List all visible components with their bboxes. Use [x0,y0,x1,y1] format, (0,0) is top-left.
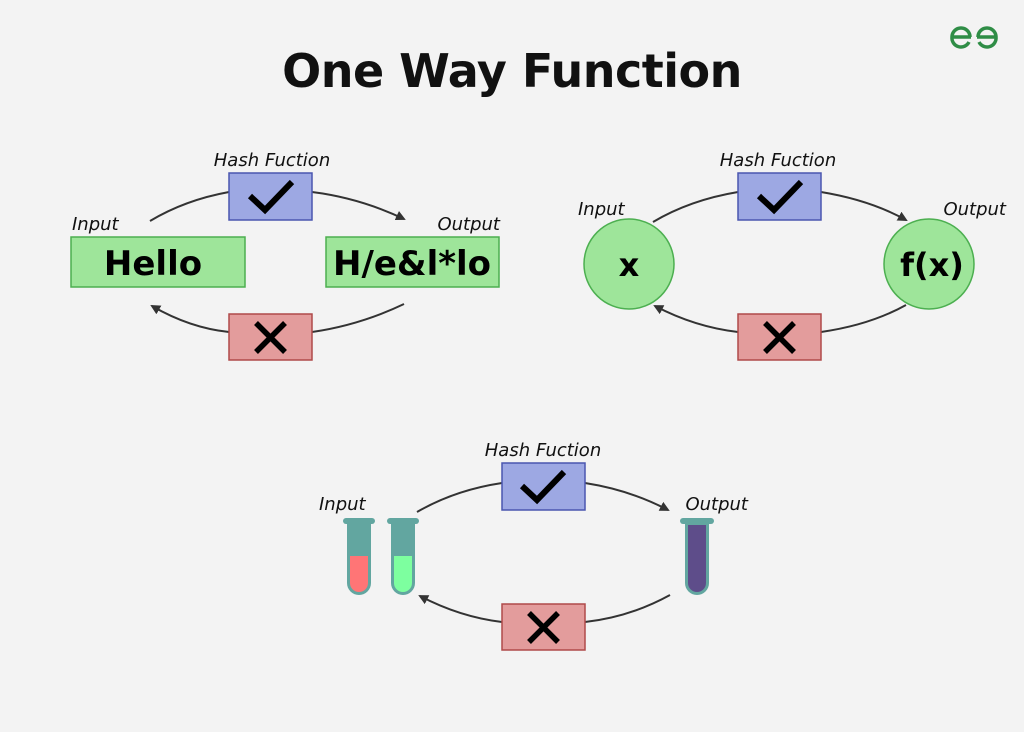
check-icon [247,179,295,215]
diagram-chemistry-example: Hash Fuction Input Output [319,440,749,651]
input-box [70,236,246,288]
function-label: Hash Fuction [214,150,330,171]
page-title: One Way Function [282,44,742,98]
test-tube-red-icon [343,518,375,595]
diagram-text-example: Hash Fuction Input Hello Output H/e&l*lo [70,150,501,361]
forward-arrow [652,191,739,223]
input-value: Hello [104,244,202,284]
hash-function-box [737,172,822,221]
input-label: Input [319,494,367,515]
check-icon [756,179,804,215]
output-value: H/e&l*lo [333,244,491,284]
output-label: Output [943,199,1006,220]
diagram-math-example: Hash Fuction Input x Output f(x) [578,150,1007,361]
input-value: x [619,246,640,284]
input-label: Input [72,214,120,235]
cross-icon [527,611,560,644]
output-box [325,236,500,288]
input-node [583,218,675,310]
output-value: f(x) [900,246,964,284]
test-tube-purple-icon [680,518,714,595]
output-node [883,218,975,310]
check-icon [519,469,567,505]
cross-icon [763,321,796,354]
function-label: Hash Fuction [485,440,601,461]
forward-arrow [416,482,503,513]
hash-function-box [228,172,313,221]
reverse-arrow [150,304,230,333]
hash-function-box [501,462,586,511]
forward-arrow [311,191,406,221]
reverse-arrow [653,305,739,333]
function-label: Hash Fuction [720,150,836,171]
reverse-arrow [311,303,405,333]
forward-arrow [149,191,230,222]
output-label: Output [685,494,748,515]
forward-arrow [584,482,670,511]
reverse-arrow [820,304,907,333]
input-label: Input [578,199,626,220]
test-tube-green-icon [387,518,419,595]
reverse-arrow [584,594,671,623]
forward-arrow [820,191,908,221]
reverse-arrow [418,595,503,623]
output-label: Output [437,214,500,235]
cross-icon [254,321,287,354]
geeksforgeeks-logo-icon [950,26,998,49]
